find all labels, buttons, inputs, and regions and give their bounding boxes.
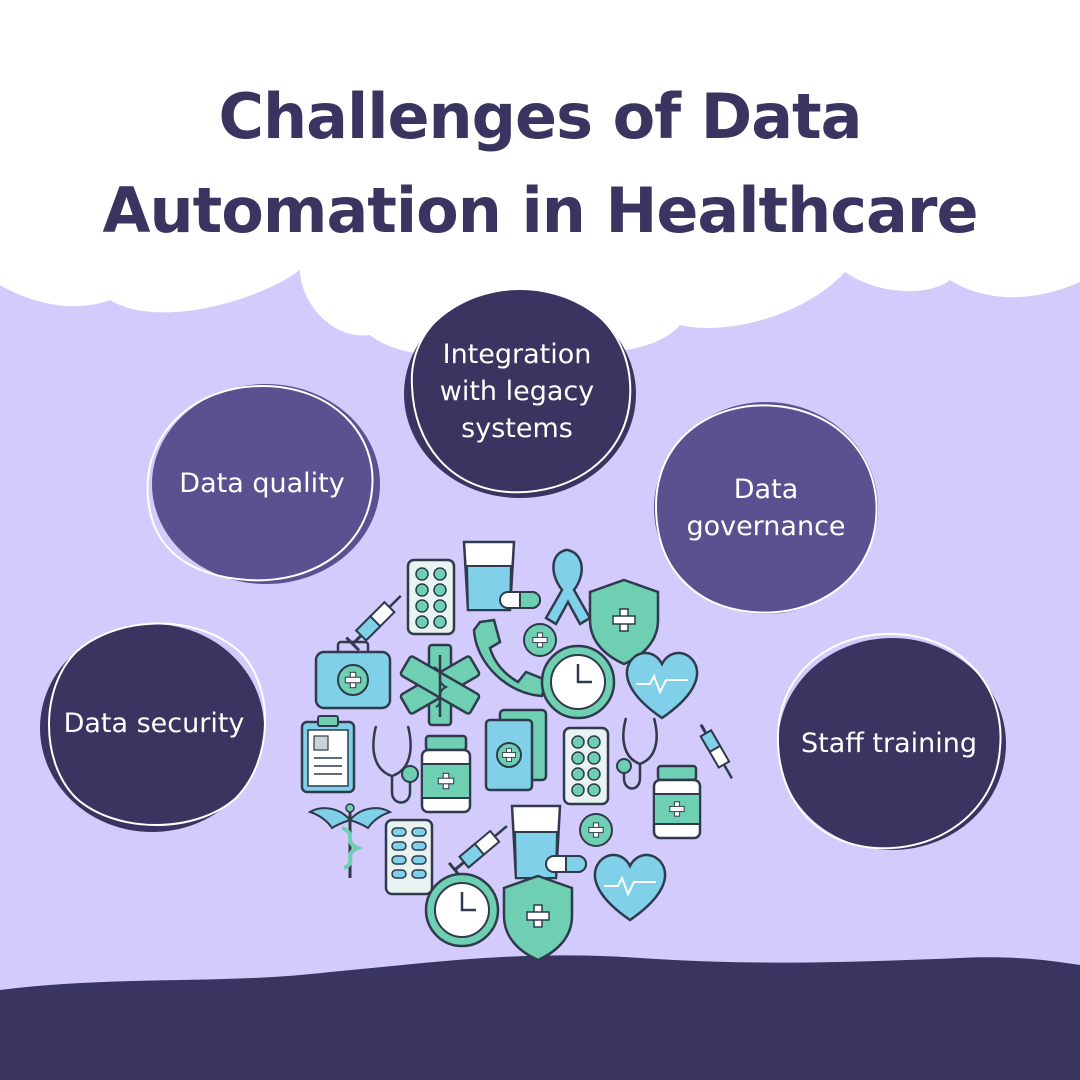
- caduceus-icon: [307, 803, 393, 878]
- title-line-2: Automation in Healthcare: [102, 174, 979, 247]
- capsule-icon: [545, 855, 587, 873]
- plus-badge-icon: [579, 813, 613, 847]
- capsule-icon: [499, 591, 541, 609]
- challenge-bubble-staff-training: Staff training: [770, 630, 1008, 856]
- medicine-bottle-icon: [652, 764, 702, 840]
- challenge-bubble-data-quality: Data quality: [142, 378, 382, 588]
- plus-badge-icon: [523, 623, 557, 657]
- medical-folder-icon: [484, 708, 548, 792]
- pill-blister-icon: [406, 558, 456, 636]
- stethoscope-icon: [372, 725, 419, 804]
- challenge-label: Integration with legacy systems: [439, 338, 595, 444]
- page-title: Challenges of Data Automation in Healthc…: [0, 70, 1080, 258]
- pill-blister-icon: [384, 818, 434, 896]
- medical-icons-cluster: [300, 540, 734, 962]
- challenge-label: Data quality: [179, 467, 345, 499]
- challenge-bubble-data-governance: Data governance: [648, 396, 884, 620]
- heart-pulse-icon: [593, 853, 667, 922]
- first-aid-kit-icon: [314, 640, 392, 710]
- water-glass-icon: [462, 540, 516, 612]
- syringe-icon: [345, 594, 402, 652]
- challenge-bubble-data-security: Data security: [36, 612, 272, 834]
- syringe-icon: [447, 825, 508, 878]
- challenge-label: Data governance: [686, 474, 846, 542]
- cloud-header: [0, 0, 1080, 355]
- footer-wave: [0, 955, 1080, 1080]
- clock-icon: [424, 872, 500, 948]
- syringe-icon: [699, 723, 734, 779]
- challenge-label: Data security: [63, 707, 245, 739]
- pill-blister-icon: [562, 726, 610, 806]
- clock-icon: [540, 644, 616, 720]
- challenge-bubble-integration: Integration with legacy systems: [398, 282, 636, 500]
- star-of-life-icon: [399, 643, 481, 727]
- heart-pulse-icon: [625, 651, 699, 720]
- clipboard-icon: [300, 715, 356, 794]
- shield-cross-icon: [588, 578, 660, 666]
- medicine-bottle-icon: [420, 734, 472, 814]
- stethoscope-icon: [616, 717, 658, 790]
- title-line-1: Challenges of Data: [218, 80, 862, 153]
- shield-cross-icon: [502, 874, 574, 962]
- challenge-label: Staff training: [800, 727, 978, 759]
- awareness-ribbon-icon: [544, 548, 592, 626]
